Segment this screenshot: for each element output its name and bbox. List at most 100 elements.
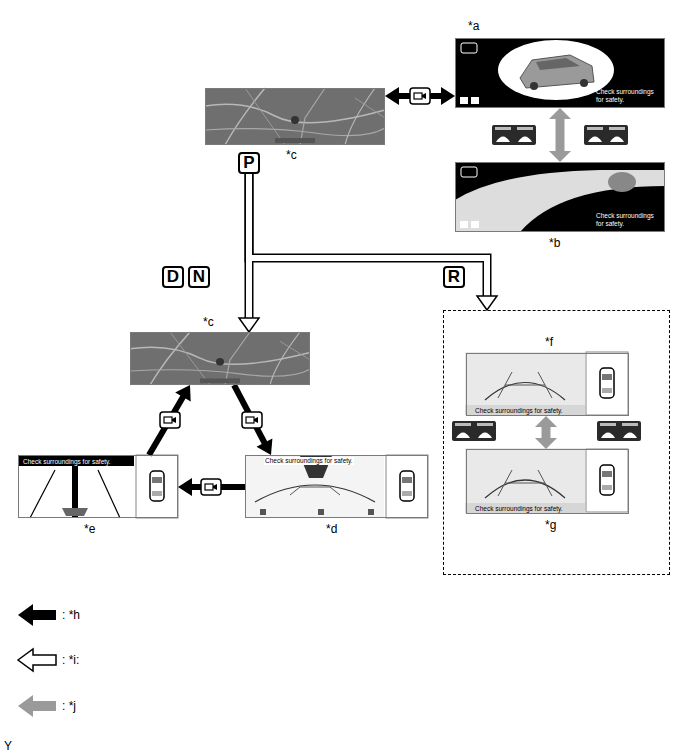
screen-f-picture-part	[465, 352, 585, 415]
flow-arrow	[535, 416, 557, 449]
screen-box: *dCheck surroundings for safety.	[245, 455, 428, 518]
switch-icons-part	[410, 88, 430, 104]
callout-label: *c	[286, 148, 297, 162]
legend-text: : *i:	[62, 653, 79, 667]
screen-message: Check surroundings for safety.	[596, 88, 658, 103]
switch-icons-part	[584, 125, 628, 145]
callout-label: *d	[326, 522, 337, 536]
flow-arrow	[234, 385, 272, 455]
screen-message: Check surroundings for safety.	[264, 457, 354, 465]
callout-label: *e	[84, 522, 95, 536]
connector-fills	[149, 87, 571, 496]
gear-letter: N	[193, 268, 205, 286]
screen-g-picture-part	[465, 503, 585, 513]
screen-message: Check surroundings for safety.	[475, 407, 563, 415]
legend-arrow-samples-part	[18, 695, 56, 717]
screen-message: Check surroundings for safety.	[475, 505, 563, 513]
screen-a-picture-part	[520, 55, 594, 88]
connector-outlines	[249, 174, 487, 319]
screen-a-picture-part	[460, 97, 468, 104]
screen-b-picture-part	[455, 162, 665, 232]
screen-message: Check surroundings for safety.	[23, 458, 111, 466]
screen-box: *c	[205, 88, 385, 145]
screen-b-picture	[455, 162, 665, 232]
switch-icons-part	[201, 479, 221, 495]
screen-box: *fCheck surroundings for safety.	[466, 353, 629, 416]
screen-box: *bCheck surroundings for safety.	[455, 162, 665, 232]
screen-f-picture-part	[465, 405, 585, 415]
screen-d-picture-part	[318, 509, 324, 515]
legend-text: : *j	[62, 699, 76, 713]
screen-a-picture	[455, 38, 665, 108]
screen-g-picture-part	[498, 470, 552, 496]
gear-key: R	[443, 266, 465, 288]
flow-arrow-outline	[249, 174, 487, 297]
screen-f-picture-part	[586, 352, 628, 415]
arrow-head	[535, 438, 557, 449]
map-screen-picture	[130, 88, 385, 385]
map-screen-picture-part	[205, 88, 385, 145]
screen-a-picture-part	[536, 58, 580, 70]
screen-d-picture-part	[290, 487, 340, 495]
screen-box: *c	[130, 332, 310, 385]
screen-message: Check surroundings for safety.	[596, 212, 658, 227]
screen-b-picture-part	[608, 172, 636, 192]
screen-d-picture-part	[255, 485, 375, 502]
screen-g-picture	[465, 448, 628, 513]
gear-letter: P	[243, 154, 254, 172]
screen-b-picture-part	[461, 167, 477, 177]
callout-label: *f	[545, 335, 553, 349]
legend-arrow-samples-part	[18, 649, 56, 671]
gear-letter: D	[167, 268, 179, 286]
switch-icons-part	[160, 412, 180, 428]
screen-a-picture-part	[471, 97, 479, 104]
flow-arrow	[549, 108, 571, 162]
screen-g-picture-part	[465, 448, 585, 513]
callout-label: *g	[545, 518, 556, 532]
screen-d-picture-part	[368, 509, 374, 515]
legend-text: : *h	[62, 608, 80, 622]
flow-arrow	[178, 478, 245, 496]
callout-label: *a	[468, 19, 479, 33]
screen-e-picture-part	[98, 470, 120, 518]
screen-a-picture-part	[461, 43, 477, 53]
arrow-head	[441, 87, 455, 105]
screen-a-picture-part	[530, 82, 538, 90]
arrow-shaft	[149, 396, 183, 455]
callout-label: *c	[203, 315, 214, 329]
screen-e-picture-part	[30, 470, 55, 518]
flow-arrow	[149, 385, 191, 455]
gear-key: P	[238, 152, 260, 174]
screen-b-picture-part	[460, 221, 468, 228]
screen-e-picture-part	[18, 455, 134, 466]
arrow-shaft	[249, 174, 487, 297]
arrow-shaft	[556, 118, 565, 152]
callout-label: *b	[549, 236, 560, 250]
arrow-head	[257, 438, 273, 455]
screen-f-picture-part	[498, 372, 552, 398]
screen-box: *eCheck surroundings for safety.	[18, 455, 178, 518]
gear-letter: R	[448, 268, 460, 286]
screen-e-picture-part	[18, 455, 134, 518]
arrow-head	[477, 296, 497, 310]
screen-b-picture-part	[455, 170, 665, 232]
screen-f-picture	[465, 352, 628, 415]
dashed-group: *fCheck surroundings for safety.*gCheck …	[443, 310, 670, 575]
flow-arrow	[249, 174, 497, 310]
switch-icons-part	[597, 421, 641, 441]
arrow-shaft-outline	[249, 174, 487, 297]
switch-icons-part	[242, 412, 262, 428]
screen-a-picture-part	[580, 79, 588, 87]
screen-d-picture-part	[260, 509, 266, 515]
screen-e-picture	[18, 455, 178, 518]
screen-d-picture-part	[386, 455, 428, 518]
arrow-head	[535, 416, 557, 427]
legend-arrow-samples	[18, 604, 56, 717]
arrow-head	[178, 478, 192, 496]
screen-e-picture-part	[62, 508, 88, 516]
arrow-head	[239, 318, 259, 332]
